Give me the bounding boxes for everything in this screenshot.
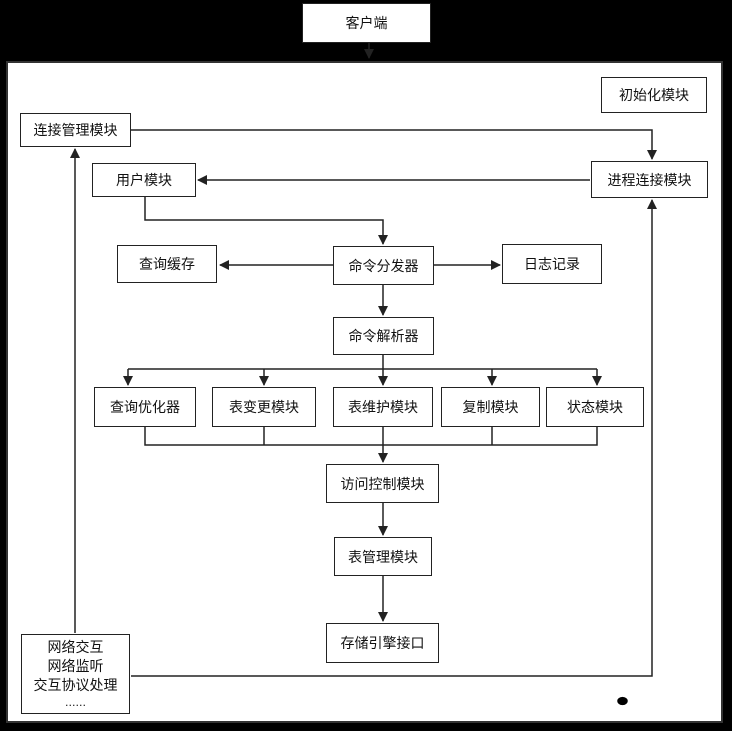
network-line-4: ...... [65, 695, 86, 709]
table-management-node: 表管理模块 [334, 537, 432, 576]
network-line-3: 交互协议处理 [33, 677, 118, 694]
client-node: 客户端 [302, 3, 431, 43]
user-module-node: 用户模块 [92, 163, 196, 197]
command-parser-node: 命令解析器 [333, 317, 434, 355]
network-node: 网络交互 网络监听 交互协议处理 ...... [21, 634, 130, 714]
storage-engine-interface-node: 存储引擎接口 [326, 623, 439, 663]
connection-management-node: 连接管理模块 [20, 113, 131, 147]
watermark: StoneDB [608, 690, 699, 708]
query-optimizer-node: 查询优化器 [94, 387, 196, 427]
network-line-1: 网络交互 [47, 639, 104, 656]
user-to-dispatcher-arrow [144, 197, 388, 245]
table-alter-node: 表变更模块 [212, 387, 316, 427]
query-cache-node: 查询缓存 [117, 245, 217, 283]
thread-connection-node: 进程连接模块 [591, 161, 708, 198]
watermark-text: StoneDB [634, 690, 700, 708]
wechat-icon [608, 690, 630, 707]
access-control-node: 访问控制模块 [326, 464, 439, 503]
network-line-2: 网络监听 [47, 658, 104, 675]
replication-node: 复制模块 [441, 387, 540, 427]
status-module-node: 状态模块 [546, 387, 644, 427]
network-to-threadconn-arrow [131, 199, 657, 677]
log-node: 日志记录 [502, 244, 602, 284]
init-module-node: 初始化模块 [601, 77, 707, 113]
connmgmt-to-threadconn-arrow [131, 129, 657, 160]
modules-merge-bus [144, 427, 598, 446]
table-maintenance-node: 表维护模块 [333, 387, 433, 427]
command-dispatcher-node: 命令分发器 [333, 246, 434, 285]
